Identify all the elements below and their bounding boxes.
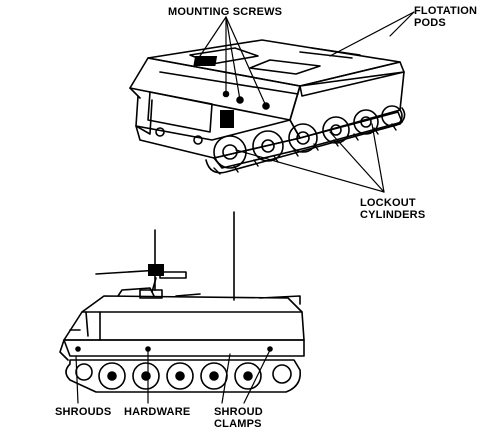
bottom-leaders xyxy=(75,348,271,404)
top-vehicle-track xyxy=(205,107,406,174)
label-shroud-clamps: SHROUD CLAMPS xyxy=(214,406,263,430)
bottom-vehicle-track xyxy=(65,359,302,393)
label-clamps-line1: SHROUD xyxy=(214,406,263,418)
label-mounting-screws-text: MOUNTING SCREWS xyxy=(168,6,283,18)
shroud-band xyxy=(63,339,305,357)
label-clamps-line2: CLAMPS xyxy=(214,418,262,430)
bottom-vehicle xyxy=(59,211,305,393)
top-vehicle xyxy=(129,39,406,175)
top-vehicle-road-wheels xyxy=(213,105,403,169)
top-vehicle-roof xyxy=(147,39,401,87)
label-lockout-cylinders: LOCKOUT CYLINDERS xyxy=(360,197,425,221)
label-flotation-line1: FLOTATION xyxy=(414,5,478,17)
label-lockout-line1: LOCKOUT xyxy=(360,197,416,209)
label-shrouds: SHROUDS xyxy=(55,406,111,418)
label-mounting-screws: MOUNTING SCREWS xyxy=(168,6,282,18)
top-vehicle-front-plate xyxy=(129,57,301,121)
clamps-leader-2 xyxy=(243,349,271,404)
machine-gun xyxy=(95,264,187,299)
clamps-leader-1 xyxy=(221,353,231,404)
mounting-screws-leaders xyxy=(199,16,267,107)
label-flotation-pods: FLOTATION PODS xyxy=(414,5,477,29)
label-shrouds-text: SHROUDS xyxy=(55,406,112,418)
label-lockout-line2: CYLINDERS xyxy=(360,209,426,221)
lockout-cylinders-leaders xyxy=(235,123,385,193)
label-hardware-text: HARDWARE xyxy=(124,406,191,418)
flotation-pods-leaders xyxy=(329,11,415,57)
shrouds-leader xyxy=(75,355,79,404)
label-flotation-line2: PODS xyxy=(414,17,446,29)
bottom-vehicle-road-wheels xyxy=(75,362,292,390)
label-hardware: HARDWARE xyxy=(124,406,190,418)
